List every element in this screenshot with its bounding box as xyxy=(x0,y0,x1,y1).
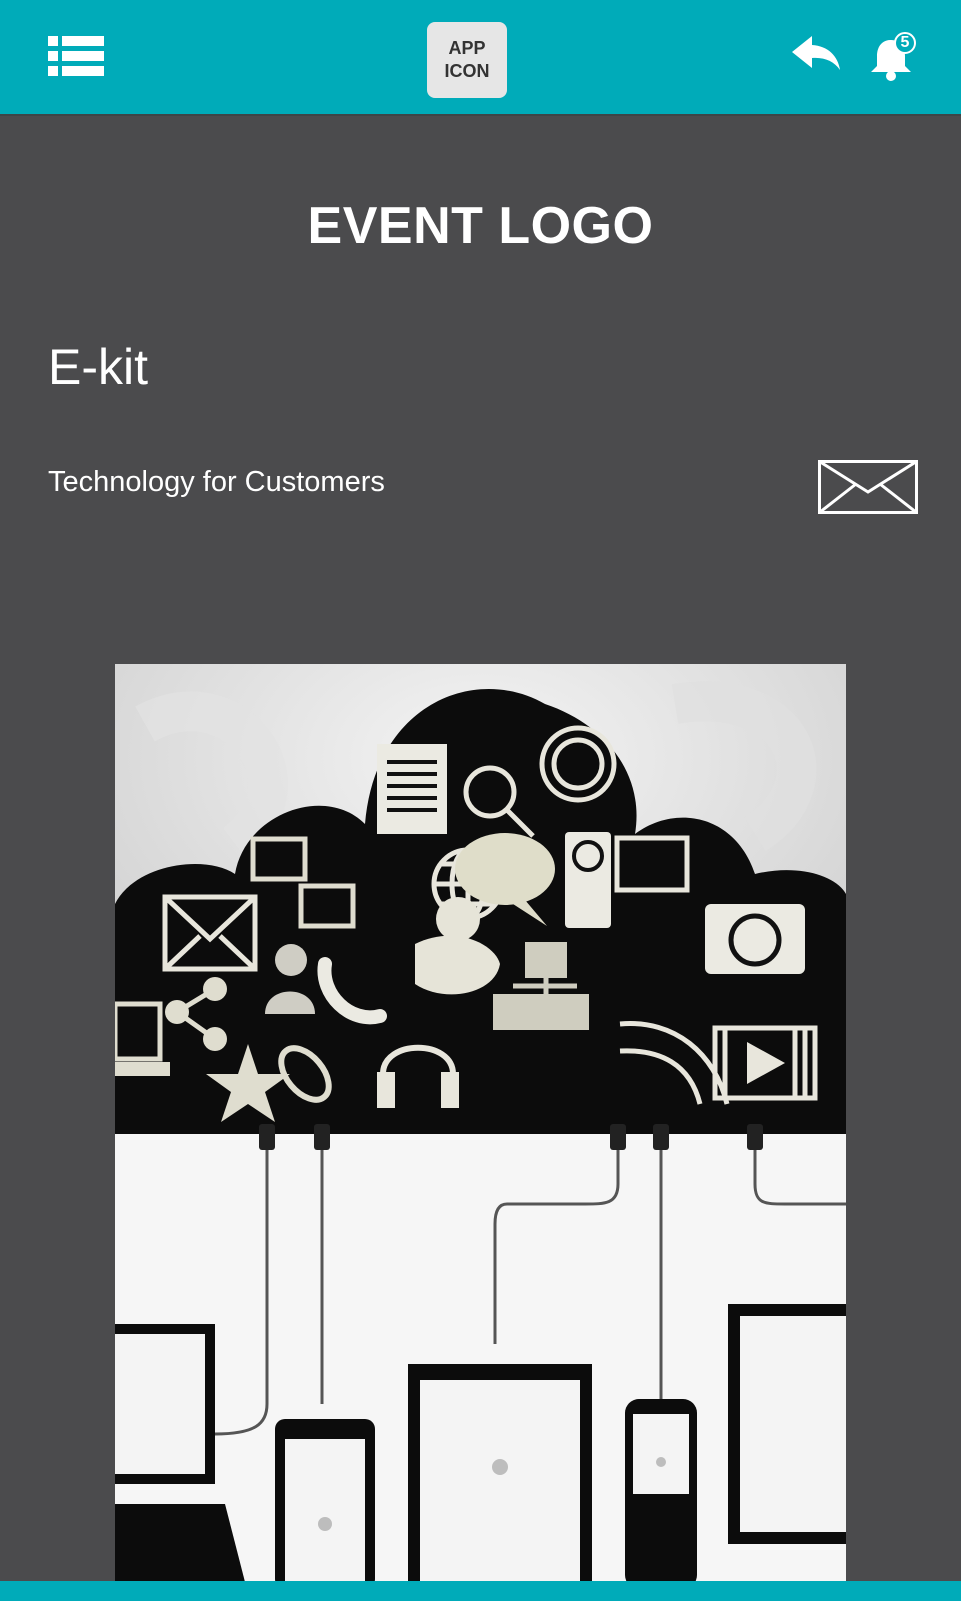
page-title: E-kit xyxy=(48,339,148,395)
notification-count-badge: 5 xyxy=(894,32,916,54)
page-subtitle: Technology for Customers xyxy=(48,466,385,498)
menu-list-icon[interactable] xyxy=(48,36,104,76)
app-icon-line2: ICON xyxy=(444,61,490,81)
bottom-bar xyxy=(0,1581,961,1601)
reply-arrow-icon[interactable] xyxy=(792,34,842,74)
notification-bell-button[interactable]: 5 xyxy=(868,30,918,82)
event-logo: EVENT LOGO xyxy=(307,197,654,255)
app-icon: APP ICON xyxy=(427,22,507,98)
top-bar: APP ICON 5 xyxy=(0,0,961,116)
cloud-technology-illustration xyxy=(115,664,846,1582)
envelope-icon[interactable] xyxy=(818,460,918,514)
app-icon-line1: APP xyxy=(448,38,486,58)
